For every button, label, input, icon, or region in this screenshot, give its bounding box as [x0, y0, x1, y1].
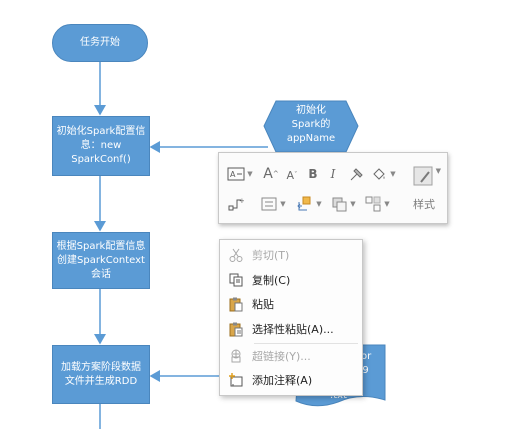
menu-item-cut-label: 剪切(T) — [252, 249, 290, 262]
italic-icon[interactable]: I — [330, 167, 336, 181]
menu-item-paste[interactable]: 粘贴 — [220, 292, 362, 316]
text-box-icon[interactable]: A — [225, 165, 247, 183]
menu-item-add-comment-label: 添加注释(A) — [252, 374, 313, 387]
menu-item-hyperlink-label: 超链接(Y)... — [252, 350, 311, 363]
text-box-dropdown-icon[interactable]: ▼ — [247, 170, 253, 178]
flow-step-load-data[interactable]: 加载方案阶段数据 文件并生成RDD — [52, 345, 150, 404]
arrange-icon[interactable] — [329, 195, 349, 213]
new-comment-icon — [220, 373, 252, 387]
step3-line2: 文件并生成RDD — [64, 375, 138, 387]
fill-dropdown-icon[interactable]: ▼ — [390, 170, 396, 178]
copy-icon — [220, 273, 252, 287]
step1-line3: SparkConf() — [71, 154, 131, 165]
style-label: 样式 — [413, 198, 435, 211]
style-button[interactable]: ▼ 样式 — [413, 166, 441, 211]
context-menu: 剪切(T) 复制(C) 粘贴 选择性粘贴(A)... 超链接(Y)... 添加注… — [219, 239, 363, 396]
flow-start-label: 任务开始 — [80, 37, 120, 48]
flow-start[interactable]: 任务开始 — [52, 24, 148, 62]
svg-text:+: + — [239, 197, 244, 205]
menu-item-add-comment[interactable]: 添加注释(A) — [220, 368, 362, 392]
step1-line2: 息：new — [80, 140, 122, 151]
menu-item-copy-label: 复制(C) — [252, 274, 291, 287]
group-dropdown-icon[interactable]: ▼ — [384, 200, 390, 208]
flow-step-create-context[interactable]: 根据Spark配置信息 创建SparkContext 会话 — [52, 232, 150, 289]
menu-item-hyperlink[interactable]: 超链接(Y)... — [220, 344, 362, 368]
format-painter-icon[interactable] — [347, 165, 367, 183]
connector-icon[interactable]: + — [225, 195, 247, 213]
step2-line1: 根据Spark配置信息 — [56, 240, 146, 252]
bring-forward-icon[interactable] — [295, 195, 315, 213]
step2-line3: 会话 — [90, 268, 111, 280]
menu-item-cut[interactable]: 剪切(T) — [220, 243, 362, 267]
side3-line1: _or — [356, 351, 372, 362]
step2-line2: 创建SparkContext — [57, 254, 145, 266]
bring-forward-dropdown-icon[interactable]: ▼ — [316, 200, 322, 208]
paste-icon — [220, 297, 252, 312]
menu-item-copy[interactable]: 复制(C) — [220, 268, 362, 292]
svg-text:A: A — [230, 170, 236, 179]
side1-line2: Spark的 — [291, 119, 331, 130]
arrange-dropdown-icon[interactable]: ▼ — [350, 200, 356, 208]
fill-icon[interactable] — [369, 165, 389, 183]
side1-line1: 初始化 — [296, 105, 326, 116]
align-icon[interactable] — [259, 195, 279, 213]
paste-special-icon — [220, 322, 252, 337]
step3-line1: 加载方案阶段数据 — [61, 361, 141, 373]
align-dropdown-icon[interactable]: ▼ — [280, 200, 286, 208]
group-icon[interactable] — [363, 195, 383, 213]
bold-icon[interactable]: B — [308, 167, 318, 181]
menu-item-paste-label: 粘贴 — [252, 298, 274, 311]
step1-line1: 初始化Spark配置信 — [56, 126, 146, 137]
menu-item-paste-special-label: 选择性粘贴(A)... — [252, 323, 334, 336]
side1-line3: appName — [286, 133, 336, 144]
flow-step-init-conf[interactable]: 初始化Spark配置信 息：new SparkConf() — [52, 116, 150, 176]
hyperlink-icon — [220, 349, 252, 363]
grow-font-icon[interactable]: A^ — [263, 166, 279, 182]
scissors-icon — [220, 248, 252, 262]
side-shape-appname-text: 初始化 Spark的 appName — [276, 104, 346, 146]
menu-separator — [254, 343, 358, 344]
menu-item-paste-special[interactable]: 选择性粘贴(A)... — [220, 317, 362, 341]
